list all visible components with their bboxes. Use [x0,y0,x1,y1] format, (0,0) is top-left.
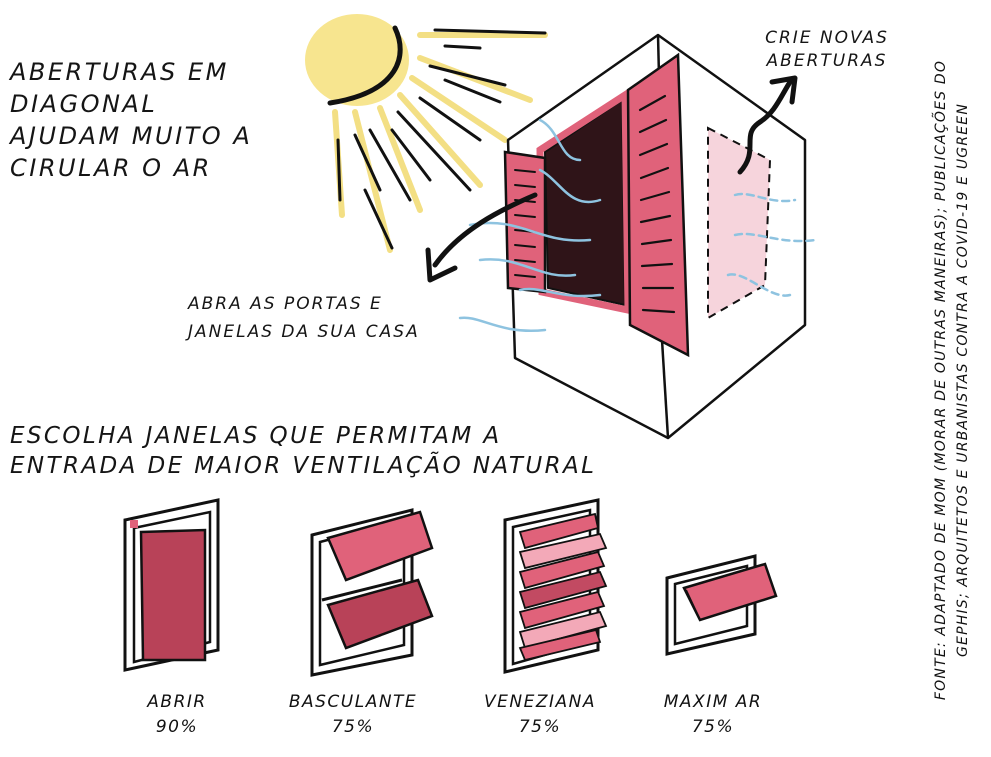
caption-maxim-ar: MAXIM AR 75% [628,690,798,740]
window-maxim-ar-icon [665,554,778,656]
caption-name: VENEZIANA [484,692,596,712]
sun-icon [305,14,548,253]
window-veneziana-icon [503,498,608,674]
source-credit: FONTE: ADAPTADO DE MOM (MORAR DE OUTRAS … [933,59,971,701]
air-flow [458,118,817,333]
caption-value: 75% [691,717,735,737]
caption-basculante: BASCULANTE 75% [268,690,438,740]
caption-name: ABRIR [147,692,207,712]
new-openings-label: CRIE NOVAS ABERTURAS [765,28,889,71]
caption-abrir: ABRIR 90% [92,690,262,740]
caption-veneziana: VENEZIANA 75% [455,690,625,740]
caption-name: MAXIM AR [663,692,763,712]
window-basculante-icon [310,508,434,677]
caption-value: 90% [155,717,199,737]
window-abrir-icon [123,498,220,672]
choose-windows-heading: ESCOLHA JANELAS QUE PERMITAM A ENTRADA D… [10,423,597,479]
open-doors-label: ABRA AS PORTAS E JANELAS DA SUA CASA [188,294,420,342]
arrow-left-icon [425,192,538,283]
headline: ABERTURAS EM DIAGONAL AJUDAM MUITO A CIR… [10,58,253,182]
caption-name: BASCULANTE [288,692,418,712]
caption-value: 75% [331,717,375,737]
arrow-up-icon [737,75,798,175]
caption-value: 75% [518,717,562,737]
